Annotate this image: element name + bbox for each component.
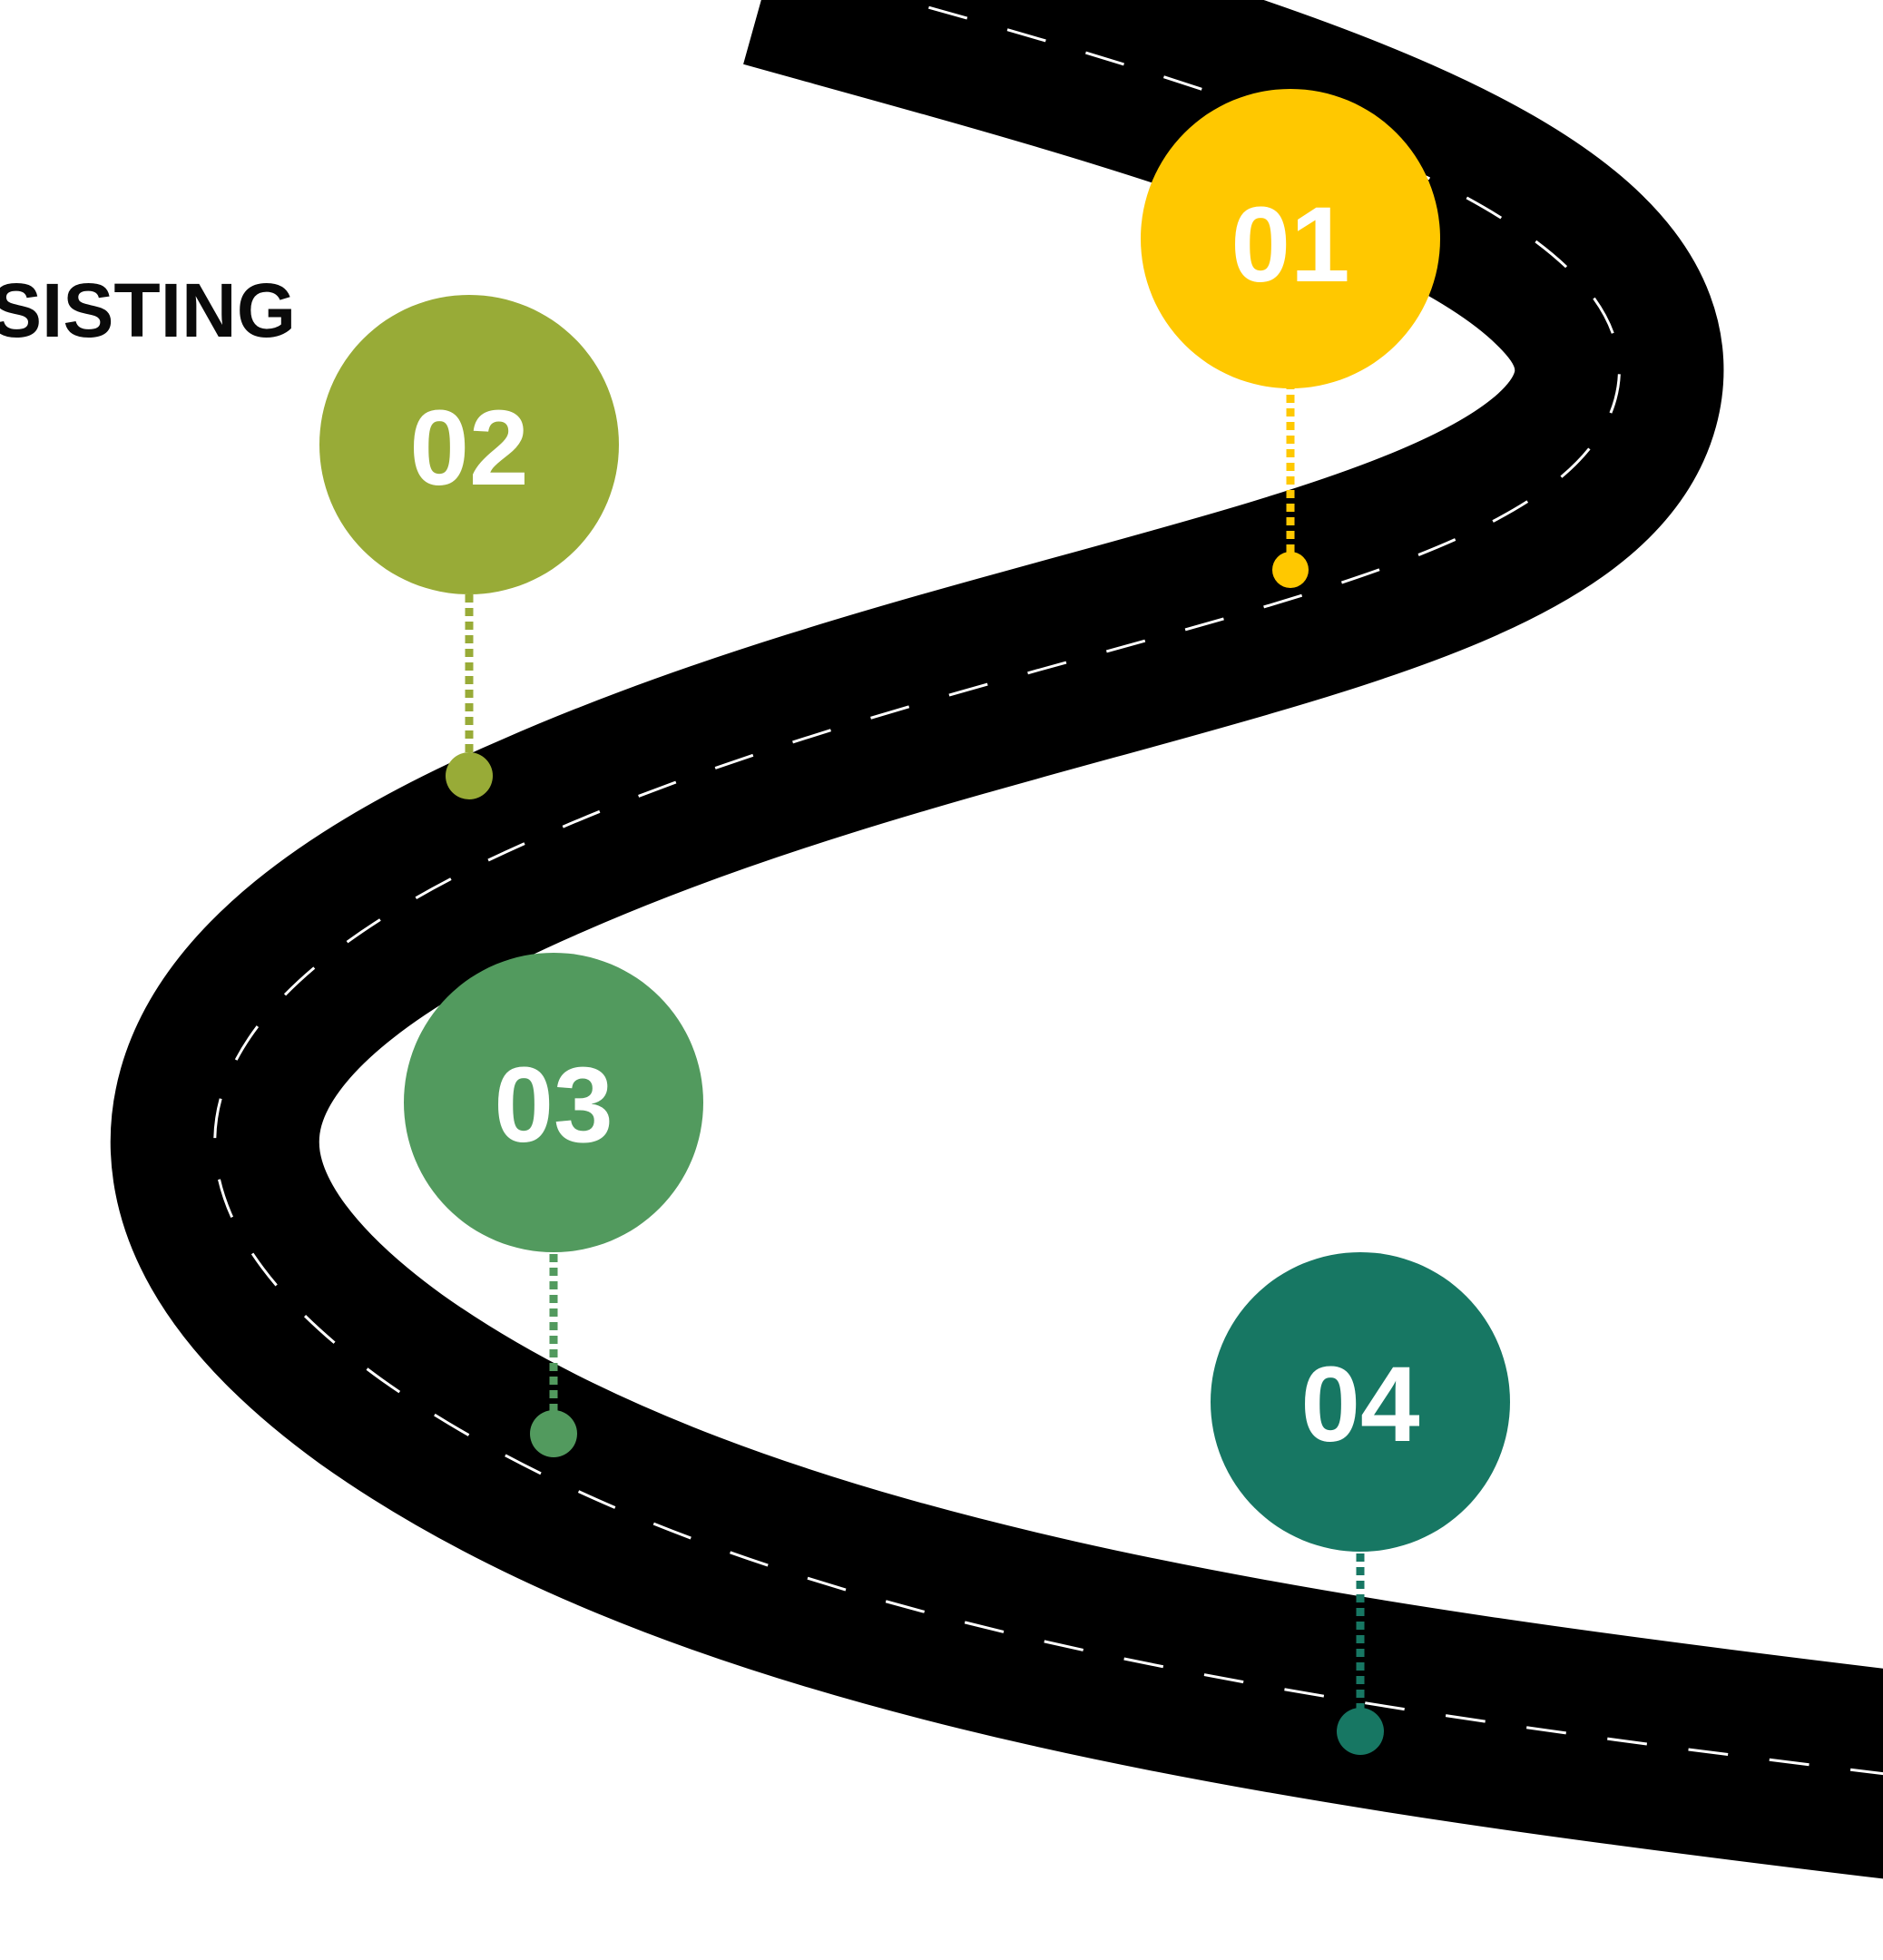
- step-01-marker-dot: [1272, 552, 1309, 588]
- heading-text: SISTING: [0, 272, 296, 348]
- step-02-number: 02: [409, 388, 528, 508]
- step-01-number: 01: [1231, 185, 1349, 305]
- road: [215, 0, 1883, 1779]
- step-03-marker-dot: [530, 1410, 577, 1457]
- step-04-number: 04: [1300, 1345, 1419, 1465]
- step-02-marker-dot: [446, 752, 493, 799]
- step-04-marker-dot: [1337, 1708, 1384, 1755]
- step-03-number: 03: [494, 1045, 613, 1165]
